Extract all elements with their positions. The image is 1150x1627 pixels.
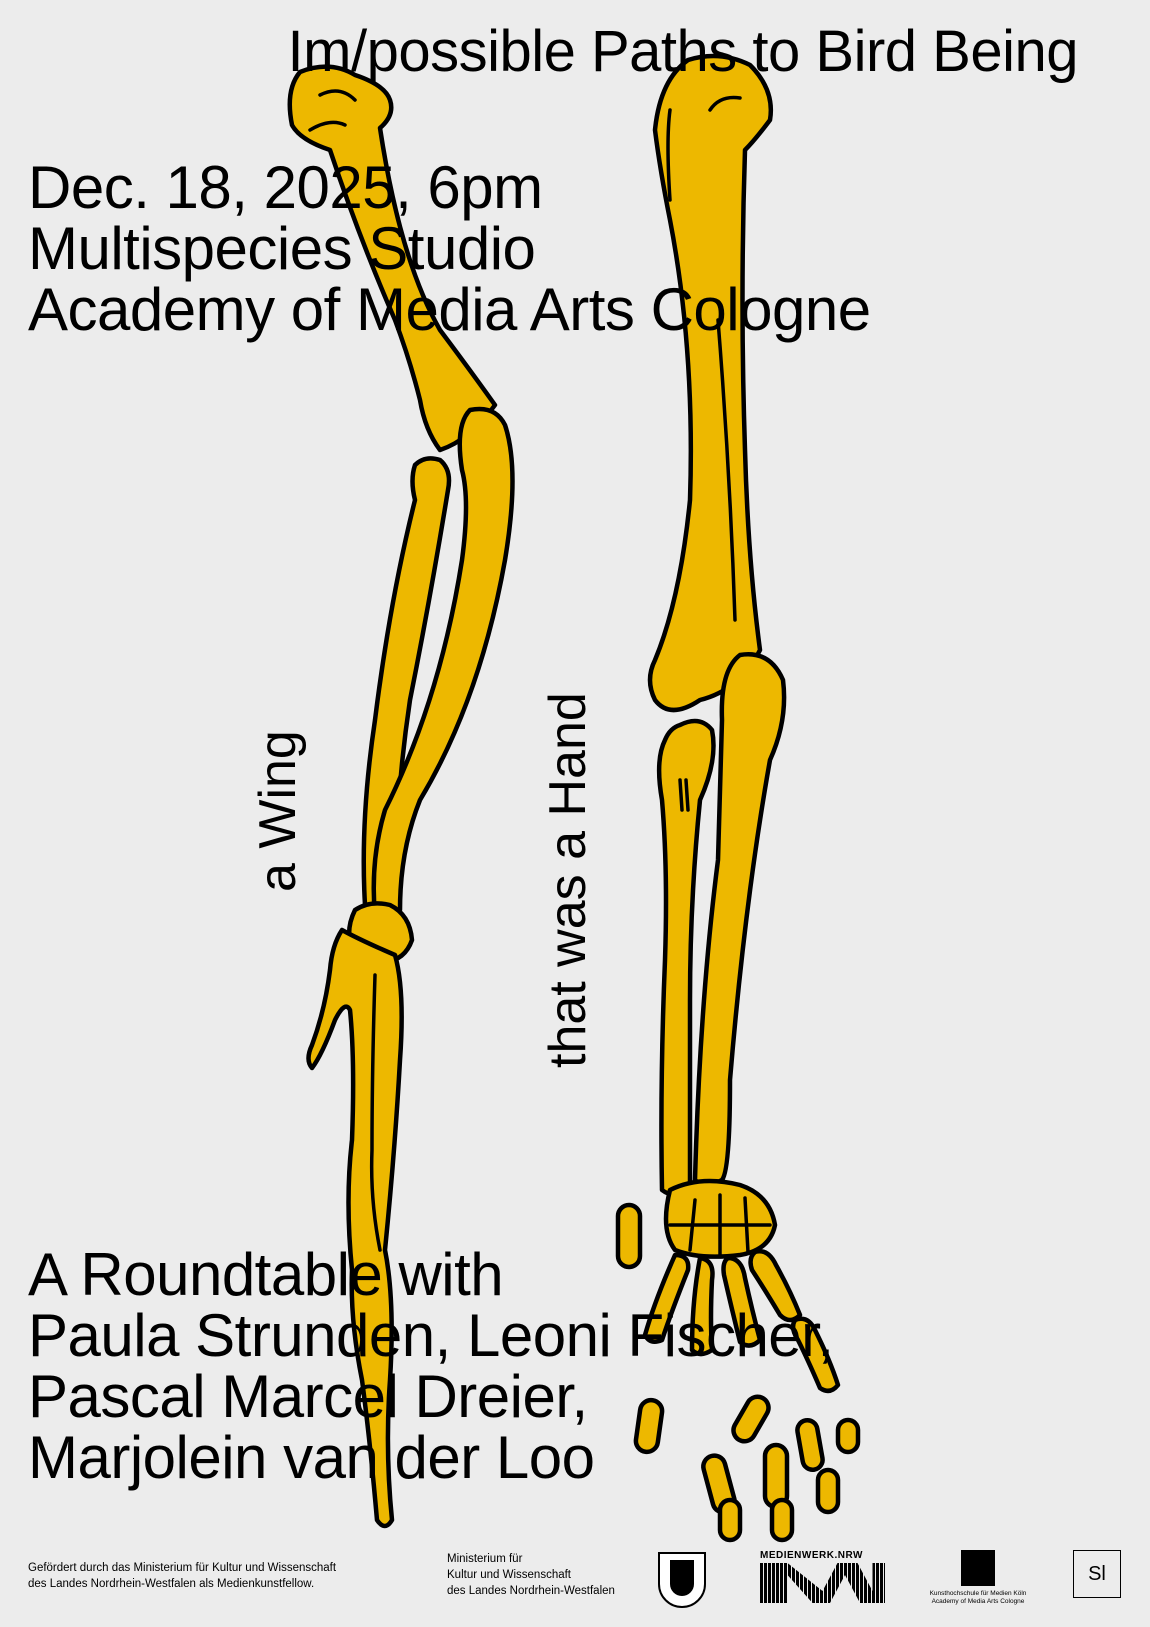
event-info: Dec. 18, 2025, 6pm Multispecies Studio A… [28,158,871,341]
roundtable-heading: A Roundtable with [28,1241,504,1308]
speaker-line: Paula Strunden, Leoni Fischer, [28,1302,834,1369]
event-date: Dec. 18, 2025, 6pm [28,154,543,221]
speaker-line: Marjolein van der Loo [28,1424,595,1491]
sl-logo: Sl [1073,1550,1121,1598]
medienwerk-label: MEDIENWERK.NRW [760,1550,863,1561]
ministry-logo-text: Ministerium für Kultur und Wissenschaft … [447,1551,615,1599]
funding-note: Gefördert durch das Ministerium für Kult… [28,1560,336,1592]
ministry-line: des Landes Nordrhein-Westfalen [447,1585,615,1597]
medienwerk-logo: MEDIENWERK.NRW [760,1550,885,1603]
wing-skeleton [287,64,515,1529]
sl-logo-text: Sl [1088,1563,1106,1585]
roundtable-info: A Roundtable with Paula Strunden, Leoni … [28,1245,834,1489]
ministry-line: Ministerium für [447,1553,523,1565]
khm-line: Academy of Media Arts Cologne [931,1598,1025,1605]
speaker-line: Pascal Marcel Dreier, [28,1363,588,1430]
ministry-line: Kultur und Wissenschaft [447,1569,572,1581]
event-institution: Academy of Media Arts Cologne [28,276,871,343]
vertical-text-wing: a Wing [249,730,307,892]
khm-logo: Kunsthochschule für Medien Köln Academy … [928,1550,1028,1606]
funding-line: des Landes Nordrhein-Westfalen als Medie… [28,1578,315,1590]
funding-line: Gefördert durch das Ministerium für Kult… [28,1562,337,1574]
medienwerk-mark [760,1563,885,1603]
hand-skeleton [615,53,861,1543]
khm-line: Kunsthochschule für Medien Köln [929,1590,1027,1597]
vertical-text-hand: that was a Hand [539,692,597,1068]
khm-mark [961,1550,995,1586]
poster-title: Im/possible Paths to Bird Being [287,19,1079,84]
event-venue: Multispecies Studio [28,215,536,282]
nrw-crest-logo [658,1552,706,1608]
